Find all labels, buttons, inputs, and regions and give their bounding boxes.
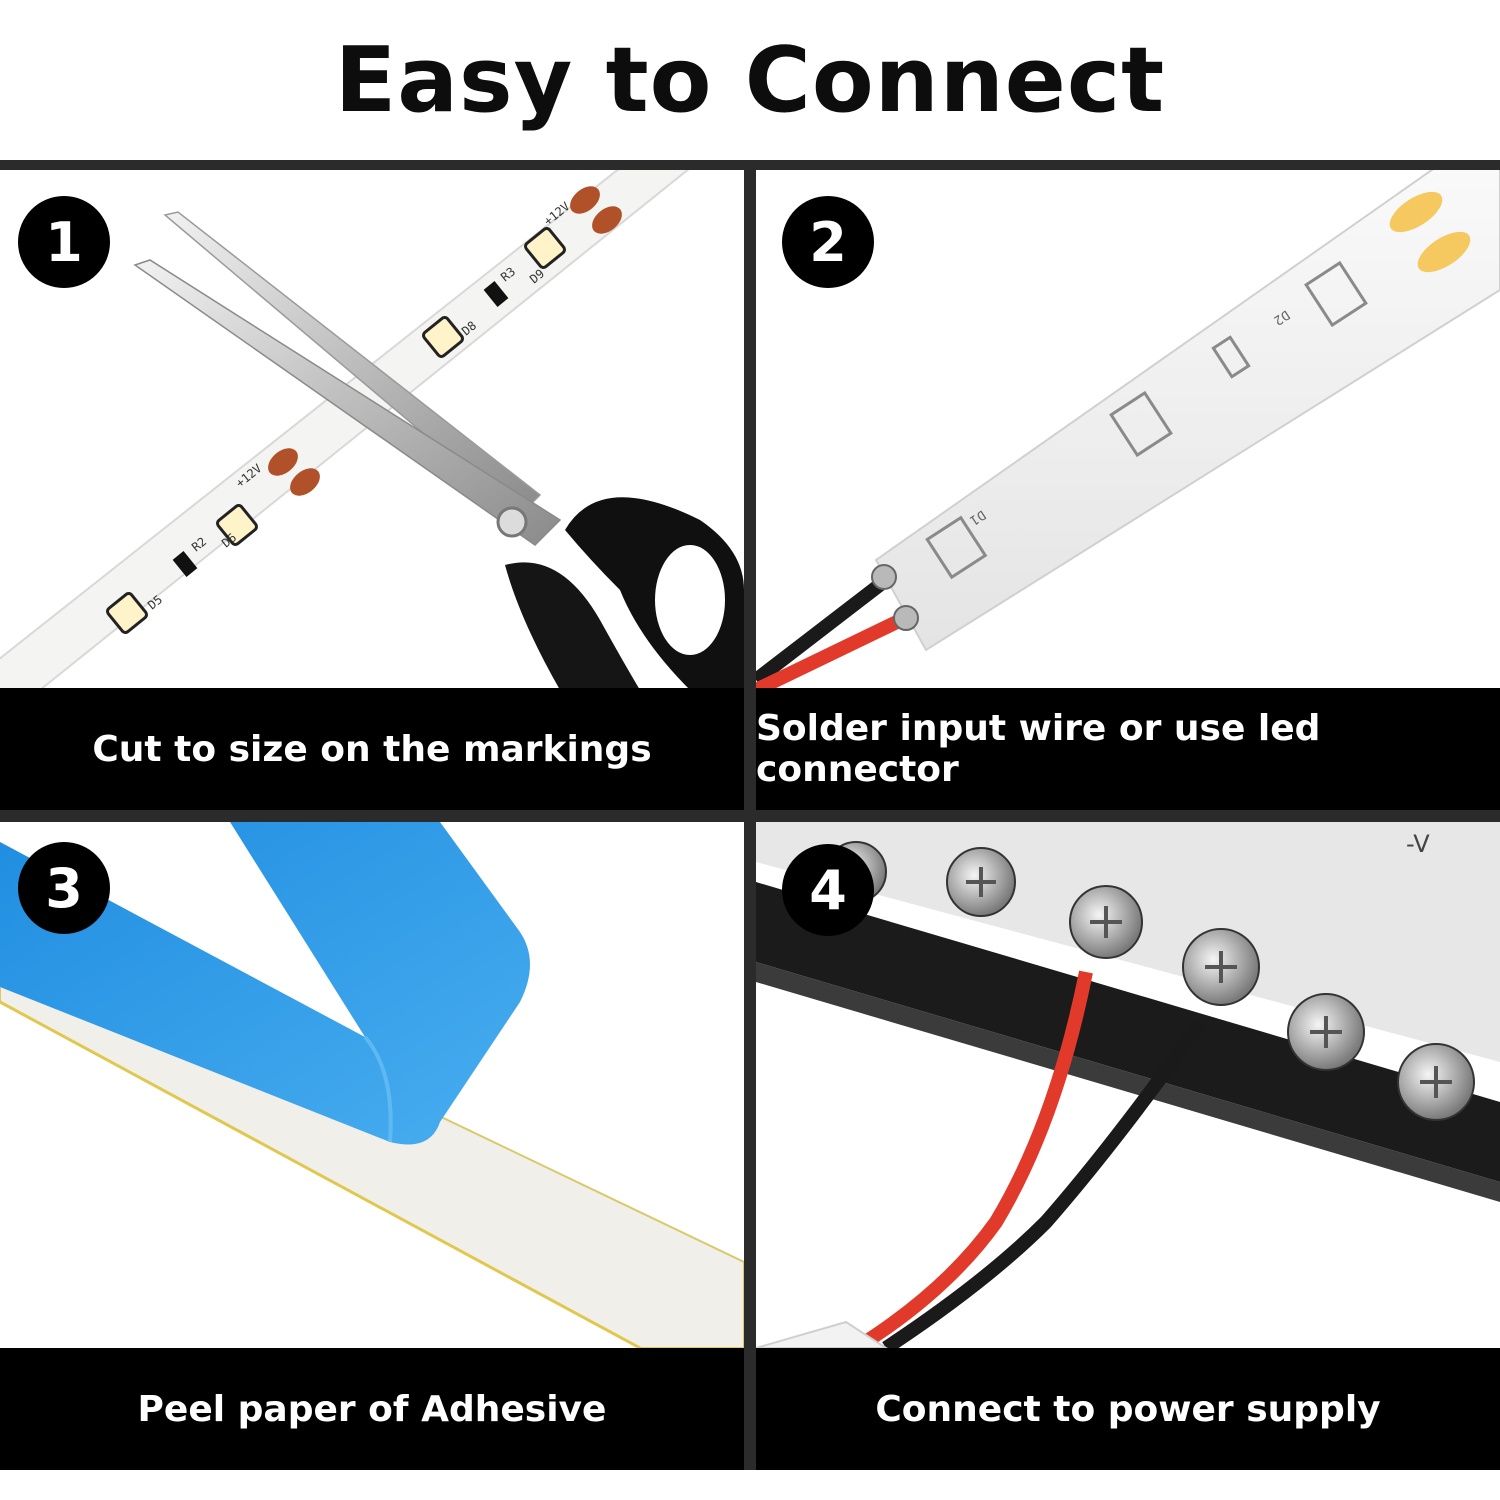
step-panel-2: D1 D2 2 Solder input wire or use led con… xyxy=(756,170,1500,810)
page-title: Easy to Connect xyxy=(334,27,1166,133)
step-number-badge-4: 4 xyxy=(782,844,874,936)
power-supply-terminal-illustration: -V xyxy=(756,822,1500,1348)
step-panel-1: D5 R2 D6 +12V D8 R3 D9 +12V 1 Cut to siz… xyxy=(0,170,744,810)
scissors-cutting-strip-illustration: D5 R2 D6 +12V D8 R3 D9 +12V xyxy=(0,170,744,690)
step-caption-1: Cut to size on the markings xyxy=(0,688,744,810)
strip-label-d1: D1 xyxy=(967,507,988,528)
step-caption-2: Solder input wire or use led connector xyxy=(756,688,1500,810)
step-number-badge-2: 2 xyxy=(782,196,874,288)
step-number-badge-3: 3 xyxy=(18,842,110,934)
terminal-screws: -V xyxy=(825,830,1475,1121)
soldered-wire-strip-illustration: D1 D2 xyxy=(756,170,1500,690)
step-caption-4: Connect to power supply xyxy=(756,1348,1500,1470)
step-number-badge-1: 1 xyxy=(18,196,110,288)
led-strip: D5 R2 D6 +12V D8 R3 D9 +12V xyxy=(0,170,690,690)
blue-release-paper xyxy=(0,822,530,1145)
supply-wires xyxy=(756,970,1207,1348)
peeling-adhesive-illustration xyxy=(0,822,744,1348)
led-strip-end: D1 D2 xyxy=(874,170,1500,652)
svg-text:-V: -V xyxy=(1406,830,1430,858)
scissors xyxy=(133,211,744,690)
input-wires xyxy=(756,564,919,690)
step-panel-3: 3 Peel paper of Adhesive xyxy=(0,822,744,1470)
bottom-margin xyxy=(0,1470,1500,1500)
step-panel-4: -V 4 Connect to power supply xyxy=(756,822,1500,1470)
strip-label-d2: D2 xyxy=(1271,307,1292,328)
step-caption-3: Peel paper of Adhesive xyxy=(0,1348,744,1470)
